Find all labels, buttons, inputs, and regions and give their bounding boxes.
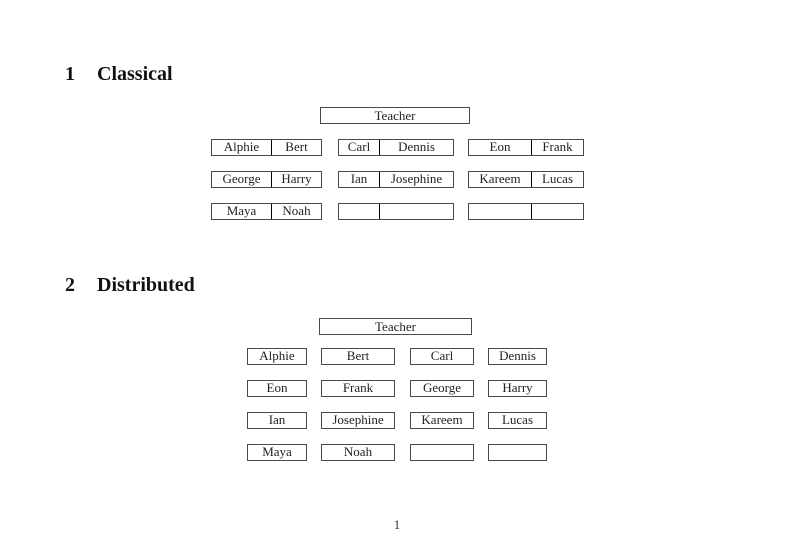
desk: Kareem	[410, 412, 474, 429]
seat-carl: Carl	[430, 349, 454, 363]
desk: Ian Josephine	[338, 171, 454, 188]
seat-lucas: Lucas	[531, 172, 583, 187]
seat-maya: Maya	[226, 204, 257, 218]
section-heading-classical: 1 Classical	[65, 64, 173, 84]
page-number: 1	[393, 517, 401, 532]
desk: Frank	[321, 380, 395, 397]
section-number: 1	[65, 63, 75, 85]
seat-frank: Frank	[342, 381, 374, 395]
desk	[468, 203, 584, 220]
desk: Ian	[247, 412, 307, 429]
seat-noah: Noah	[271, 204, 321, 219]
seat-kareem: Kareem	[479, 172, 521, 186]
seat-lucas: Lucas	[501, 413, 534, 427]
desk	[488, 444, 547, 461]
desk	[338, 203, 454, 220]
seat-ian: Ian	[350, 172, 368, 186]
teacher-box: Teacher	[320, 107, 470, 124]
seat-ian: Ian	[268, 413, 286, 427]
seat-josephine: Josephine	[332, 413, 384, 427]
seat-frank: Frank	[531, 140, 583, 155]
seat-kareem: Kareem	[421, 413, 463, 427]
seat-george: George	[422, 381, 462, 395]
seat-alphie: Alphie	[223, 140, 260, 154]
desk: Alphie	[247, 348, 307, 365]
desk: Maya	[247, 444, 307, 461]
seat-harry: Harry	[271, 172, 321, 187]
seat-josephine: Josephine	[379, 172, 453, 187]
empty-seat	[339, 204, 379, 219]
section-number: 2	[65, 274, 75, 296]
desk: Carl	[410, 348, 474, 365]
section-title: Classical	[97, 63, 173, 85]
desk: Carl Dennis	[338, 139, 454, 156]
desk: Josephine	[321, 412, 395, 429]
seat-eon: Eon	[489, 140, 511, 154]
empty-seat	[531, 204, 583, 219]
section-heading-distributed: 2 Distributed	[65, 275, 195, 295]
empty-seat	[489, 445, 546, 460]
seat-maya: Maya	[262, 445, 292, 459]
desk: Bert	[321, 348, 395, 365]
desk: Eon Frank	[468, 139, 584, 156]
seat-dennis: Dennis	[499, 349, 536, 363]
seat-carl: Carl	[347, 140, 371, 154]
seat-dennis: Dennis	[379, 140, 453, 155]
desk	[410, 444, 474, 461]
seat-alphie: Alphie	[259, 349, 295, 363]
desk: George	[410, 380, 474, 397]
empty-seat	[469, 204, 531, 219]
empty-seat	[379, 204, 453, 219]
desk: Noah	[321, 444, 395, 461]
desk: Alphie Bert	[211, 139, 322, 156]
desk: George Harry	[211, 171, 322, 188]
desk: Eon	[247, 380, 307, 397]
section-title: Distributed	[97, 274, 195, 296]
desk: Maya Noah	[211, 203, 322, 220]
seat-bert: Bert	[346, 349, 370, 363]
seat-eon: Eon	[266, 381, 288, 395]
teacher-box: Teacher	[319, 318, 472, 335]
seat-george: George	[222, 172, 261, 186]
desk: Kareem Lucas	[468, 171, 584, 188]
desk: Harry	[488, 380, 547, 397]
seat-bert: Bert	[271, 140, 321, 155]
seat-harry: Harry	[502, 381, 533, 395]
desk: Lucas	[488, 412, 547, 429]
desk: Dennis	[488, 348, 547, 365]
empty-seat	[411, 445, 473, 460]
seat-noah: Noah	[343, 445, 373, 459]
